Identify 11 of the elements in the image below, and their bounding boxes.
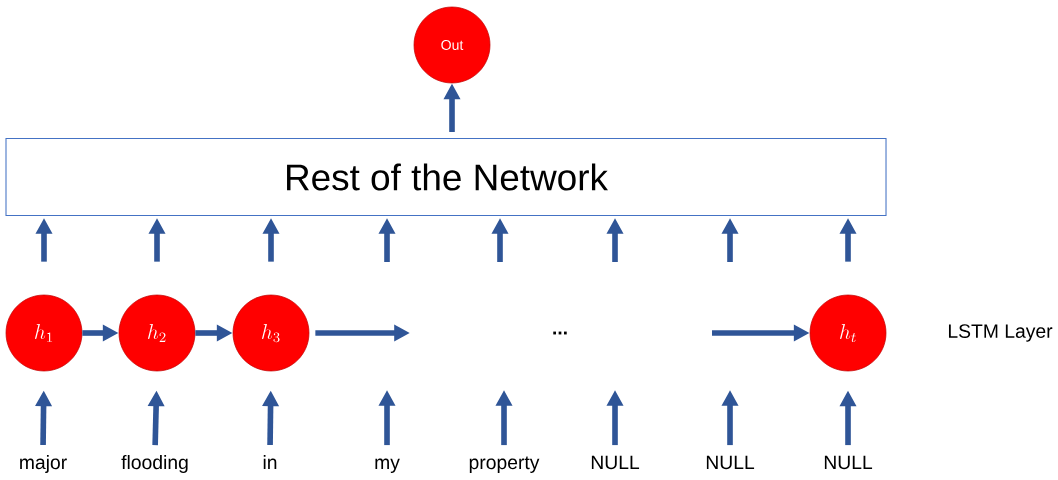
ellipsis: ... xyxy=(553,331,567,335)
network-box: Rest of the Network xyxy=(5,137,887,217)
layer-label: LSTM Layer xyxy=(949,324,1053,342)
word: major xyxy=(20,455,67,473)
word: NULL xyxy=(706,455,755,470)
word: in xyxy=(263,455,277,469)
word: property xyxy=(469,456,540,473)
word: NULL xyxy=(824,455,873,470)
word: my xyxy=(375,458,400,473)
word: flooding xyxy=(121,455,188,473)
word: NULL xyxy=(591,455,640,470)
